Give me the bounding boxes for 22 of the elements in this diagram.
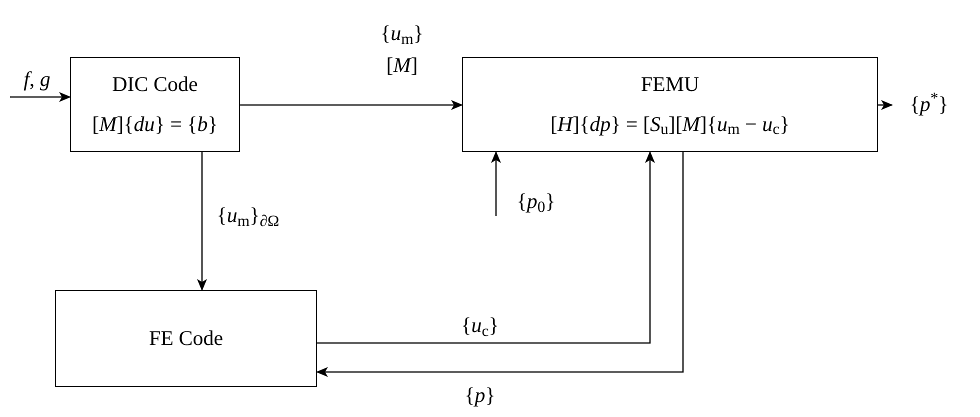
output-label: {p$^{*}$}: [892, 88, 966, 122]
edge-label: {p$_{0}$}: [516, 188, 556, 218]
arrow: [10, 92, 71, 102]
edge-label: {u$_{c}$}: [460, 312, 500, 342]
edge-label: {u$_{m}$} [M]: [380, 20, 424, 78]
equation: [M]{du} = {b}: [92, 110, 218, 138]
arrow: [197, 152, 207, 291]
edge-label: {p}: [464, 382, 496, 409]
process-box: [70, 57, 240, 152]
process-box: [55, 290, 317, 387]
arrow: [491, 151, 501, 216]
equation: [H]{dp} = [S$_{u}$][M]{u$_{m}$ − u$_{c}$}: [550, 110, 790, 140]
arrow: [316, 152, 684, 377]
edge-label: f, g: [22, 66, 52, 93]
box-title: FEMU: [640, 71, 700, 98]
edge-label: {u$_{m}$}$_{∂Ω}$: [216, 202, 280, 232]
box-title: DIC Code: [112, 71, 198, 98]
arrow: [240, 100, 463, 110]
box-title: FE Code: [148, 324, 224, 352]
process-box: [462, 57, 878, 152]
arrow: [317, 151, 655, 344]
arrow: [878, 100, 893, 110]
